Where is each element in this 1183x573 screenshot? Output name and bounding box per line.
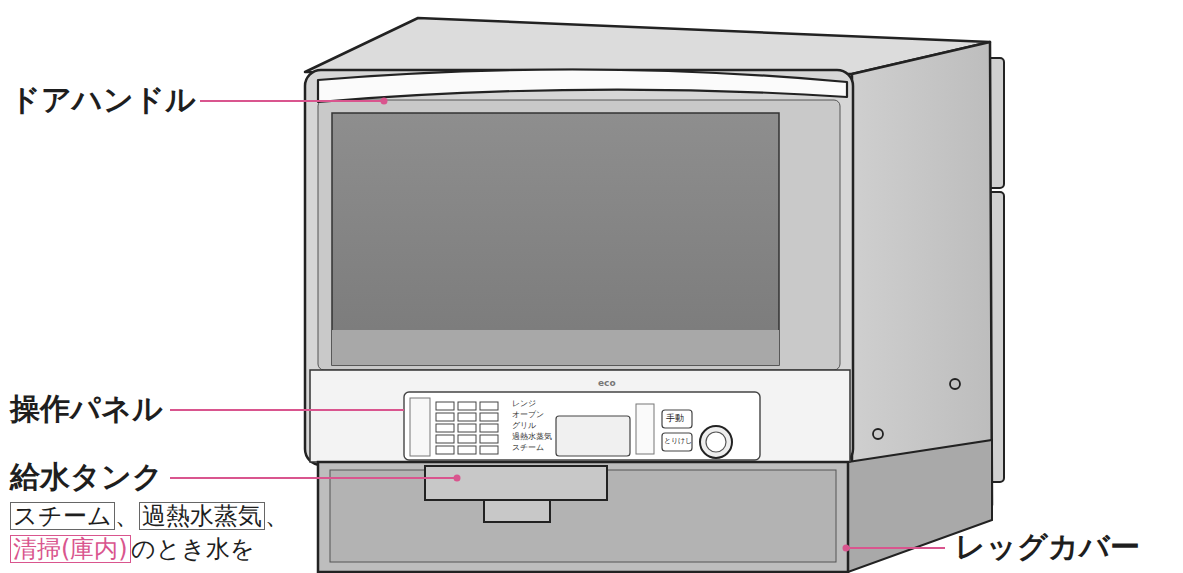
- boxed-term: スチーム: [10, 502, 115, 530]
- oven-part: [662, 433, 692, 451]
- panel-text: スチーム: [512, 443, 544, 453]
- panel-text: レンジ: [512, 399, 536, 409]
- logo-text: eco: [598, 378, 616, 389]
- oven-part: [318, 100, 840, 370]
- part-name: ドアハンドル: [10, 82, 196, 118]
- oven-part: [706, 432, 726, 452]
- note-line: スチーム、過熱水蒸気、: [10, 500, 289, 531]
- oven-part: [480, 413, 498, 421]
- part-name: 操作パネル: [10, 391, 163, 427]
- oven-part: [480, 424, 498, 432]
- oven-part: [436, 402, 498, 454]
- oven-part: [848, 547, 945, 549]
- note-text: 、: [115, 501, 139, 531]
- term-text: スチーム: [13, 502, 112, 530]
- boxed-term: 清掃(庫内): [10, 535, 131, 563]
- oven-part: [318, 69, 847, 102]
- oven-part: [480, 446, 498, 454]
- panel-text: 過熱水蒸気: [512, 432, 552, 442]
- note-text: 、: [265, 501, 289, 531]
- oven-part: [458, 446, 476, 454]
- term-text: 過熱水蒸気: [142, 502, 262, 530]
- oven-part: [458, 402, 476, 410]
- oven-part: [556, 416, 630, 456]
- part-name: 給水タンク: [10, 459, 163, 495]
- oven-part: [436, 446, 454, 454]
- oven-part: [873, 429, 883, 439]
- oven-part: [381, 98, 388, 105]
- oven-part: [480, 402, 498, 410]
- oven-part: [636, 404, 654, 454]
- oven-part: [950, 379, 960, 389]
- oven-part: [843, 545, 850, 552]
- oven-part: [170, 409, 404, 411]
- term-text: 清掃(庫内): [13, 535, 128, 563]
- button-text: とりけし: [664, 437, 692, 445]
- oven-part: [410, 398, 430, 456]
- oven-part: [332, 113, 779, 365]
- oven-part: [170, 98, 945, 552]
- button-text: 手動: [666, 413, 684, 424]
- note-line: 清掃(庫内)のとき水を: [10, 533, 255, 564]
- oven-part: [484, 500, 550, 522]
- panel-text: グリル: [512, 421, 536, 431]
- oven-part: [662, 410, 692, 428]
- boxed-term: 過熱水蒸気: [139, 502, 265, 530]
- oven-part: [458, 435, 476, 443]
- oven-part: [404, 392, 760, 460]
- part-name: レッグカバー: [955, 529, 1140, 565]
- oven-part: [436, 402, 454, 410]
- oven-part: [700, 426, 732, 458]
- oven-part: [454, 475, 461, 482]
- oven-part: [305, 70, 853, 465]
- oven-part: [436, 424, 454, 432]
- oven-part: [310, 370, 850, 462]
- oven-part: [458, 413, 476, 421]
- oven-part: [332, 330, 779, 365]
- note-text: のとき水を: [131, 534, 255, 564]
- panel-text: オーブン: [512, 410, 544, 420]
- oven-part: [458, 424, 476, 432]
- oven-part: [170, 477, 455, 479]
- oven-part: [436, 435, 454, 443]
- oven-part: [436, 413, 454, 421]
- oven-part: [480, 435, 498, 443]
- oven-part: [200, 100, 382, 102]
- oven-part: [425, 466, 607, 500]
